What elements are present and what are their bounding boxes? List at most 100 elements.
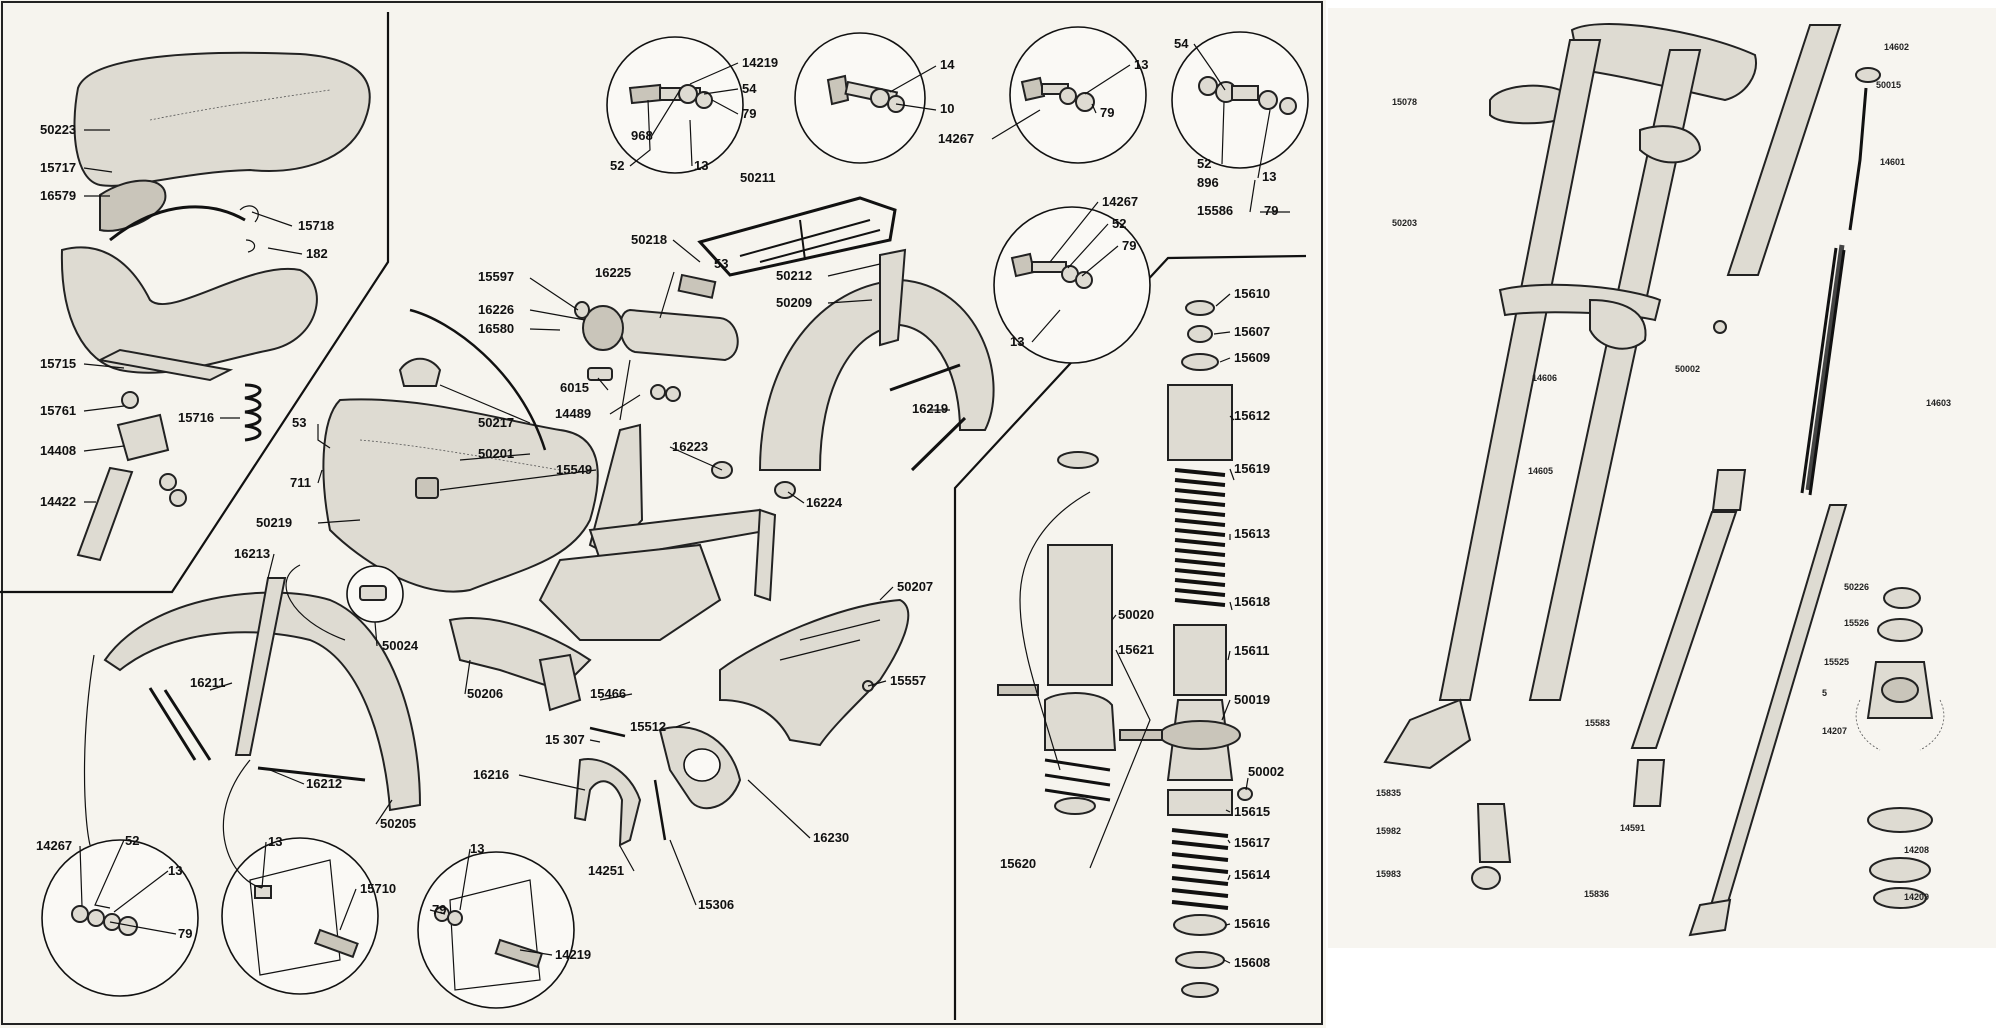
part-label: 14605 (1528, 466, 1553, 476)
part-label: 13 (1010, 334, 1024, 349)
part-label: 15716 (178, 410, 214, 425)
part-label: 50223 (40, 122, 76, 137)
part-label: 50209 (776, 295, 812, 310)
part-label: 50212 (776, 268, 812, 283)
part-label: 15618 (1234, 594, 1270, 609)
part-label: 13 (1134, 57, 1148, 72)
part-label: 15615 (1234, 804, 1270, 819)
part-label: 15607 (1234, 324, 1270, 339)
part-label: 13 (694, 158, 708, 173)
tool-box (574, 273, 739, 402)
part-label: 50217 (478, 415, 514, 430)
part-label: 16226 (478, 302, 514, 317)
part-label: 15613 (1234, 526, 1270, 541)
part-label: 16216 (473, 767, 509, 782)
part-label: 16211 (190, 675, 225, 690)
part-label: 52 (1197, 156, 1211, 171)
part-label: 79 (1122, 238, 1136, 253)
part-label: 15512 (630, 719, 666, 734)
part-label: 15078 (1392, 97, 1417, 107)
part-label: 16213 (234, 546, 270, 561)
part-label: 16223 (672, 439, 708, 454)
part-label: 15621 (1118, 642, 1154, 657)
part-label: 50024 (382, 638, 419, 653)
front-mudguard (103, 577, 422, 812)
part-label: 968 (631, 128, 653, 143)
part-label: 50015 (1876, 80, 1901, 90)
part-label: 50206 (467, 686, 503, 701)
seat-assembly (60, 51, 371, 562)
part-label: 54 (1174, 36, 1189, 51)
part-label: 15612 (1234, 408, 1270, 423)
detail-circle-50024 (346, 565, 404, 623)
part-label: 15982 (1376, 826, 1401, 836)
part-label: 53 (714, 256, 728, 271)
part-label: 14603 (1926, 398, 1951, 408)
part-label: 16219 (912, 401, 948, 416)
part-label: 52 (1112, 216, 1126, 231)
part-label: 14208 (1904, 845, 1929, 855)
part-label: 50002 (1248, 764, 1284, 779)
part-number-labels-right: 1460215078500151460150203500021460614603… (1376, 42, 1951, 902)
part-label: 14591 (1620, 823, 1645, 833)
part-label: 15614 (1234, 867, 1271, 882)
part-label: 13 (268, 834, 282, 849)
detail-circle-bolt-c (1009, 26, 1147, 164)
centre-stand (573, 726, 742, 847)
part-label: 15835 (1376, 788, 1401, 798)
part-label: 15586 (1197, 203, 1233, 218)
detail-circle-bolt-e (993, 206, 1151, 364)
part-label: 14422 (40, 494, 76, 509)
part-label: 14209 (1904, 892, 1929, 902)
detail-circle-bottom-c (417, 851, 575, 1009)
rear-mudguard (711, 248, 995, 499)
part-label: 15611 (1234, 643, 1269, 658)
part-label: 15583 (1585, 718, 1610, 728)
part-label: 53 (292, 415, 306, 430)
part-label: 10 (940, 101, 954, 116)
part-label: 14267 (1102, 194, 1138, 209)
part-label: 52 (610, 158, 624, 173)
part-label: 50203 (1392, 218, 1417, 228)
part-label: 15619 (1234, 461, 1270, 476)
part-label: 15609 (1234, 350, 1270, 365)
part-label: 50207 (897, 579, 933, 594)
part-label: 14219 (555, 947, 591, 962)
part-label: 15616 (1234, 916, 1270, 931)
part-label: 15525 (1824, 657, 1849, 667)
part-label: 15836 (1584, 889, 1609, 899)
part-label: 50219 (256, 515, 292, 530)
part-label: 5 (1822, 688, 1827, 698)
detail-circle-bolt-a (606, 36, 744, 174)
detail-circle-bottom-b (221, 837, 379, 995)
part-label: 50201 (478, 446, 514, 461)
telescopic-fork-right-plate (1383, 23, 1945, 937)
part-label: 79 (742, 106, 756, 121)
part-label: 52 (125, 833, 139, 848)
part-label: 15557 (890, 673, 926, 688)
part-label: 16579 (40, 188, 76, 203)
part-label: 182 (306, 246, 328, 261)
part-label: 16224 (806, 495, 843, 510)
leader-lines (79, 43, 1290, 964)
part-label: 13 (1262, 169, 1276, 184)
part-label: 13 (168, 863, 182, 878)
front-fork-left-plate (997, 300, 1253, 998)
part-label: 54 (742, 81, 757, 96)
main-frame (322, 308, 777, 712)
part-label: 15983 (1376, 869, 1401, 879)
part-label: 15620 (1000, 856, 1036, 871)
part-label: 15710 (360, 881, 396, 896)
part-label: 15761 (40, 403, 76, 418)
part-label: 15617 (1234, 835, 1270, 850)
part-label: 14489 (555, 406, 591, 421)
part-label: 896 (1197, 175, 1219, 190)
part-label: 14207 (1822, 726, 1847, 736)
engine-cover (719, 598, 910, 747)
part-label: 711 (290, 475, 311, 490)
part-label: 13 (470, 841, 484, 856)
part-label: 50019 (1234, 692, 1270, 707)
part-label: 14251 (588, 863, 624, 878)
